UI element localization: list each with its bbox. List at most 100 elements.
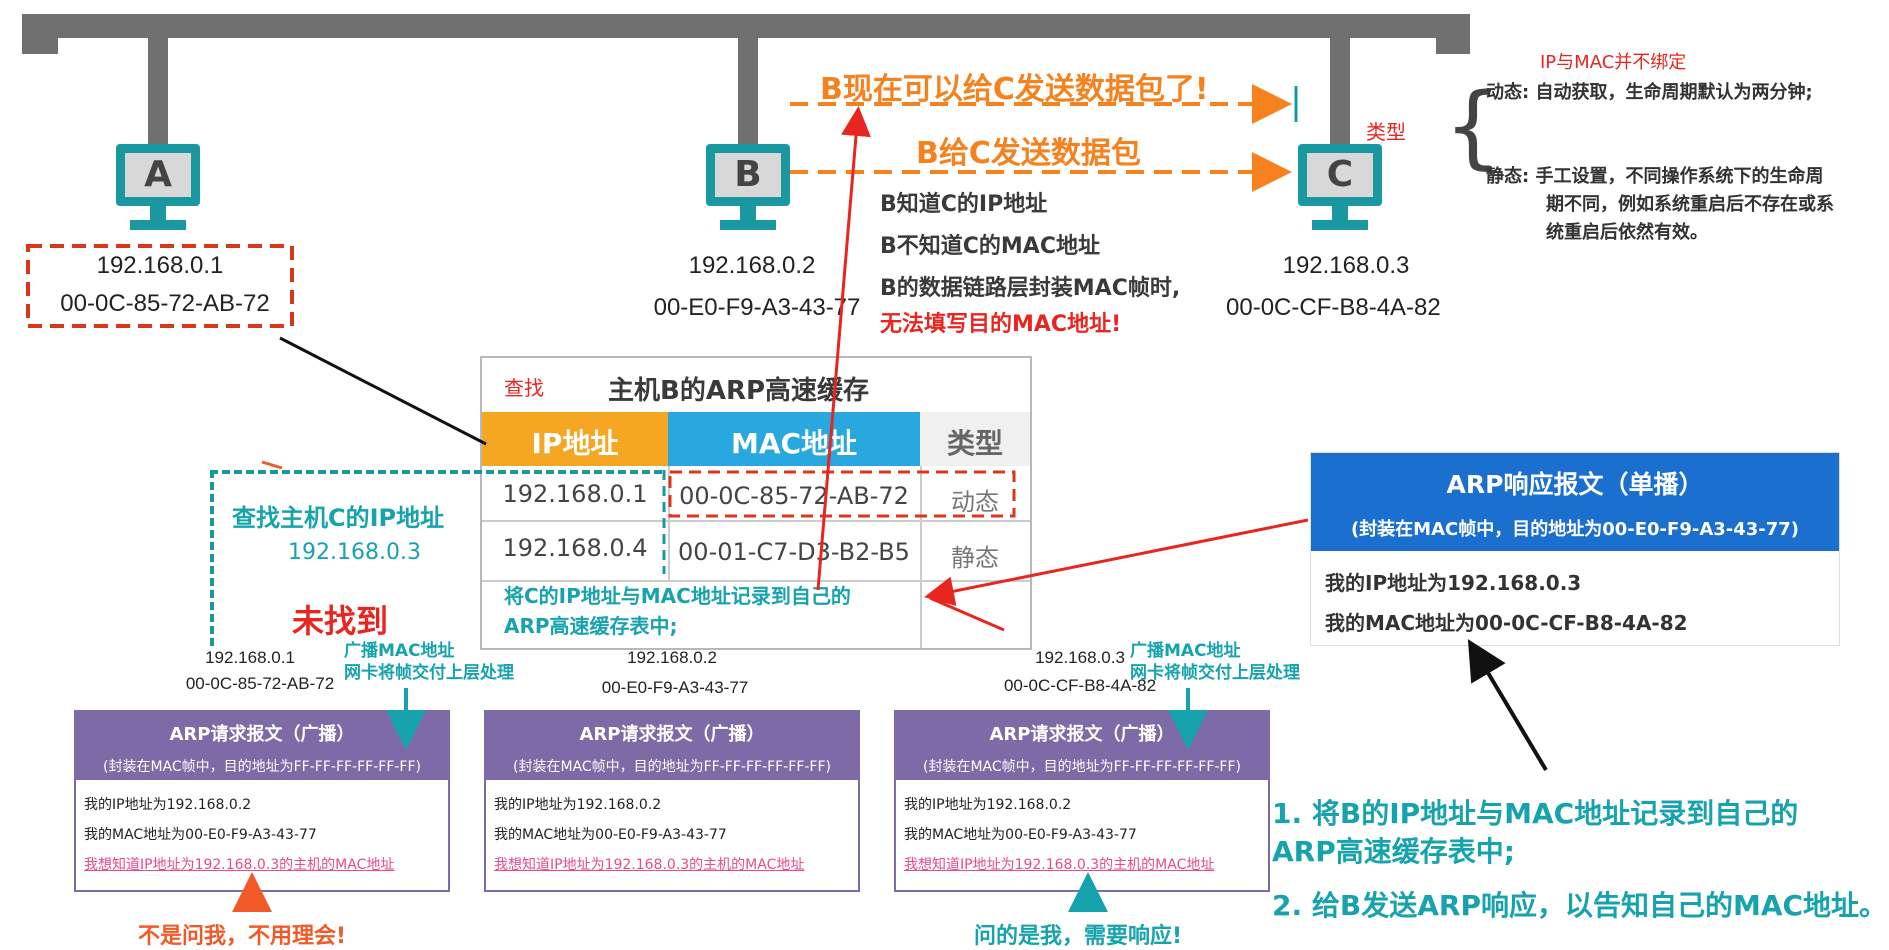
dynamic-note: 动态: 自动获取，生命周期默认为两分钟;	[1486, 82, 1813, 103]
arp-response: ARP响应报文（单播） (封装在MAC帧中，目的地址为00-E0-F9-A3-43…	[1310, 452, 1840, 646]
bus-end-right	[1436, 14, 1470, 54]
host-a-ip: 192.168.0.1	[96, 252, 224, 279]
req-title: ARP请求报文（广播）	[989, 724, 1175, 745]
req-line1: 我的IP地址为192.168.0.2	[904, 797, 1072, 813]
nic-note-a: 广播MAC地址 网卡将帧交付上层处理	[344, 640, 514, 684]
col-divider-1	[668, 466, 670, 580]
req-line1: 我的IP地址为192.168.0.2	[84, 797, 252, 813]
host-a-highlight	[26, 244, 294, 328]
resp-subtitle: (封装在MAC帧中，目的地址为00-E0-F9-A3-43-77)	[1350, 519, 1800, 540]
row1-ip: 192.168.0.1	[502, 480, 648, 508]
b-knows-ip: B知道C的IP地址	[880, 192, 1048, 217]
now-can-send-label: B现在可以给C发送数据包了!	[820, 72, 1209, 107]
col-ip-header	[482, 412, 668, 466]
req2-mac: 00-E0-F9-A3-43-77	[601, 678, 749, 697]
col-mac-header	[668, 412, 920, 466]
drop-a	[148, 38, 168, 148]
host-b-icon: B	[706, 144, 790, 232]
host-a-letter: A	[125, 153, 191, 197]
req-line3: 我想知道IP地址为192.168.0.3的主机的MAC地址	[84, 857, 395, 873]
b-not-know-mac: B不知道C的MAC地址	[880, 234, 1100, 259]
host-a-icon: A	[116, 144, 200, 232]
req-line2: 我的MAC地址为00-E0-F9-A3-43-77	[84, 827, 317, 843]
b-datalink-note: B的数据链路层封装MAC帧时,	[880, 276, 1181, 301]
row1-mac: 00-0C-85-72-AB-72	[679, 482, 909, 510]
cache-row1-highlight	[668, 470, 1016, 518]
host-a-mac: 00-0C-85-72-AB-72	[60, 290, 270, 317]
nic-note-a-l2: 网卡将帧交付上层处理	[344, 663, 514, 683]
col-divider-2	[920, 466, 922, 648]
not-found: 未找到	[292, 602, 389, 640]
row-divider-2	[482, 580, 1030, 582]
static-note-3: 统重启后依然有效。	[1546, 222, 1708, 243]
req-subtitle: (封装在MAC帧中，目的地址为FF-FF-FF-FF-FF-FF)	[922, 759, 1241, 775]
req-line3: 我想知道IP地址为192.168.0.3的主机的MAC地址	[494, 857, 805, 873]
search-ip: 192.168.0.3	[288, 540, 421, 565]
step2: 2. 给B发送ARP响应，以告知自己的MAC地址。	[1272, 889, 1888, 922]
bus-end-left	[22, 14, 58, 54]
arp-request-b: ARP请求报文（广播） (封装在MAC帧中，目的地址为FF-FF-FF-FF-FF…	[484, 710, 860, 892]
nic-note-c-l2: 网卡将帧交付上层处理	[1130, 663, 1300, 683]
host-c-letter: C	[1307, 153, 1373, 197]
small-orange-mark	[261, 460, 283, 470]
req-line1: 我的IP地址为192.168.0.2	[494, 797, 662, 813]
req-subtitle: (封装在MAC帧中，目的地址为FF-FF-FF-FF-FF-FF)	[102, 759, 421, 775]
req3-ip: 192.168.0.3	[1035, 648, 1125, 667]
header-mac: MAC地址	[730, 427, 858, 460]
row2-type: 静态	[951, 544, 999, 572]
search-title: 查找主机C的IP地址	[232, 504, 445, 532]
curly-brace: {	[1444, 74, 1502, 179]
host-c-icon: C	[1298, 144, 1382, 232]
col-type-header	[920, 412, 1030, 466]
search-box	[210, 470, 662, 646]
is-me-note: 问的是我，需要响应!	[974, 924, 1183, 949]
row2-mac: 00-01-C7-D3-B2-B5	[678, 538, 910, 566]
not-me-note: 不是问我，不用理会!	[138, 924, 347, 949]
record-note-2: ARP高速缓存表中;	[504, 614, 678, 638]
network-bus	[22, 14, 1470, 38]
req1-mac: 00-0C-85-72-AB-72	[185, 674, 335, 693]
host-b-mac: 00-E0-F9-A3-43-77	[653, 294, 861, 321]
nic-note-a-l1: 广播MAC地址	[344, 641, 455, 661]
record-to-send-arrow	[816, 106, 871, 591]
ip-mac-not-bound: IP与MAC并不绑定	[1540, 52, 1687, 73]
header-type: 类型	[946, 427, 1003, 460]
b-sends-label: B给C发送数据包	[916, 136, 1141, 171]
drop-b	[738, 38, 758, 148]
b-cannot-fill: 无法填写目的MAC地址!	[880, 312, 1122, 337]
step1-line2: ARP高速缓存表中;	[1272, 835, 1515, 868]
req-line2: 我的MAC地址为00-E0-F9-A3-43-77	[494, 827, 727, 843]
cache-title: 主机B的ARP高速缓存	[608, 376, 870, 406]
resp-title: ARP响应报文（单播）	[1446, 470, 1704, 499]
req-title: ARP请求报文（广播）	[579, 724, 765, 745]
nic-note-c-l1: 广播MAC地址	[1130, 641, 1241, 661]
host-a-link-line	[279, 336, 487, 446]
req1-ip: 192.168.0.1	[205, 648, 295, 667]
arp-cache-table: 查找 主机B的ARP高速缓存 IP地址 MAC地址 类型 192.168.0.1…	[480, 356, 1032, 650]
static-note-1: 静态: 手工设置，不同操作系统下的生命周	[1486, 166, 1824, 187]
drop-c	[1330, 38, 1350, 148]
host-c-ip: 192.168.0.3	[1282, 252, 1410, 279]
type-label: 类型	[1366, 120, 1406, 144]
row-divider-1	[482, 520, 1030, 522]
record-note-1: 将C的IP地址与MAC地址记录到自己的	[504, 584, 851, 608]
response-to-cache-arrow	[924, 518, 1309, 606]
req-title: ARP请求报文（广播）	[169, 724, 355, 745]
row1-type: 动态	[951, 488, 999, 516]
resp-line1: 我的IP地址为192.168.0.3	[1325, 571, 1582, 595]
nic-note-c: 广播MAC地址 网卡将帧交付上层处理	[1130, 640, 1300, 684]
host-b-letter: B	[715, 153, 781, 197]
red-tick	[929, 596, 1005, 632]
step1-line1: 1. 将B的IP地址与MAC地址记录到自己的	[1272, 797, 1799, 830]
header-ip: IP地址	[531, 427, 619, 460]
host-c-mac: 00-0C-CF-B8-4A-82	[1226, 294, 1441, 321]
resp-line2: 我的MAC地址为00-0C-CF-B8-4A-82	[1325, 611, 1688, 635]
req-line3: 我想知道IP地址为192.168.0.3的主机的MAC地址	[904, 857, 1215, 873]
static-note-2: 期不同，例如系统重启后不存在或系	[1546, 194, 1834, 215]
req3-mac: 00-0C-CF-B8-4A-82	[1003, 676, 1157, 695]
lookup-label: 查找	[504, 376, 544, 400]
steps-to-response-arrow	[1467, 639, 1548, 772]
req-subtitle: (封装在MAC帧中，目的地址为FF-FF-FF-FF-FF-FF)	[512, 759, 831, 775]
row2-ip: 192.168.0.4	[502, 534, 648, 562]
